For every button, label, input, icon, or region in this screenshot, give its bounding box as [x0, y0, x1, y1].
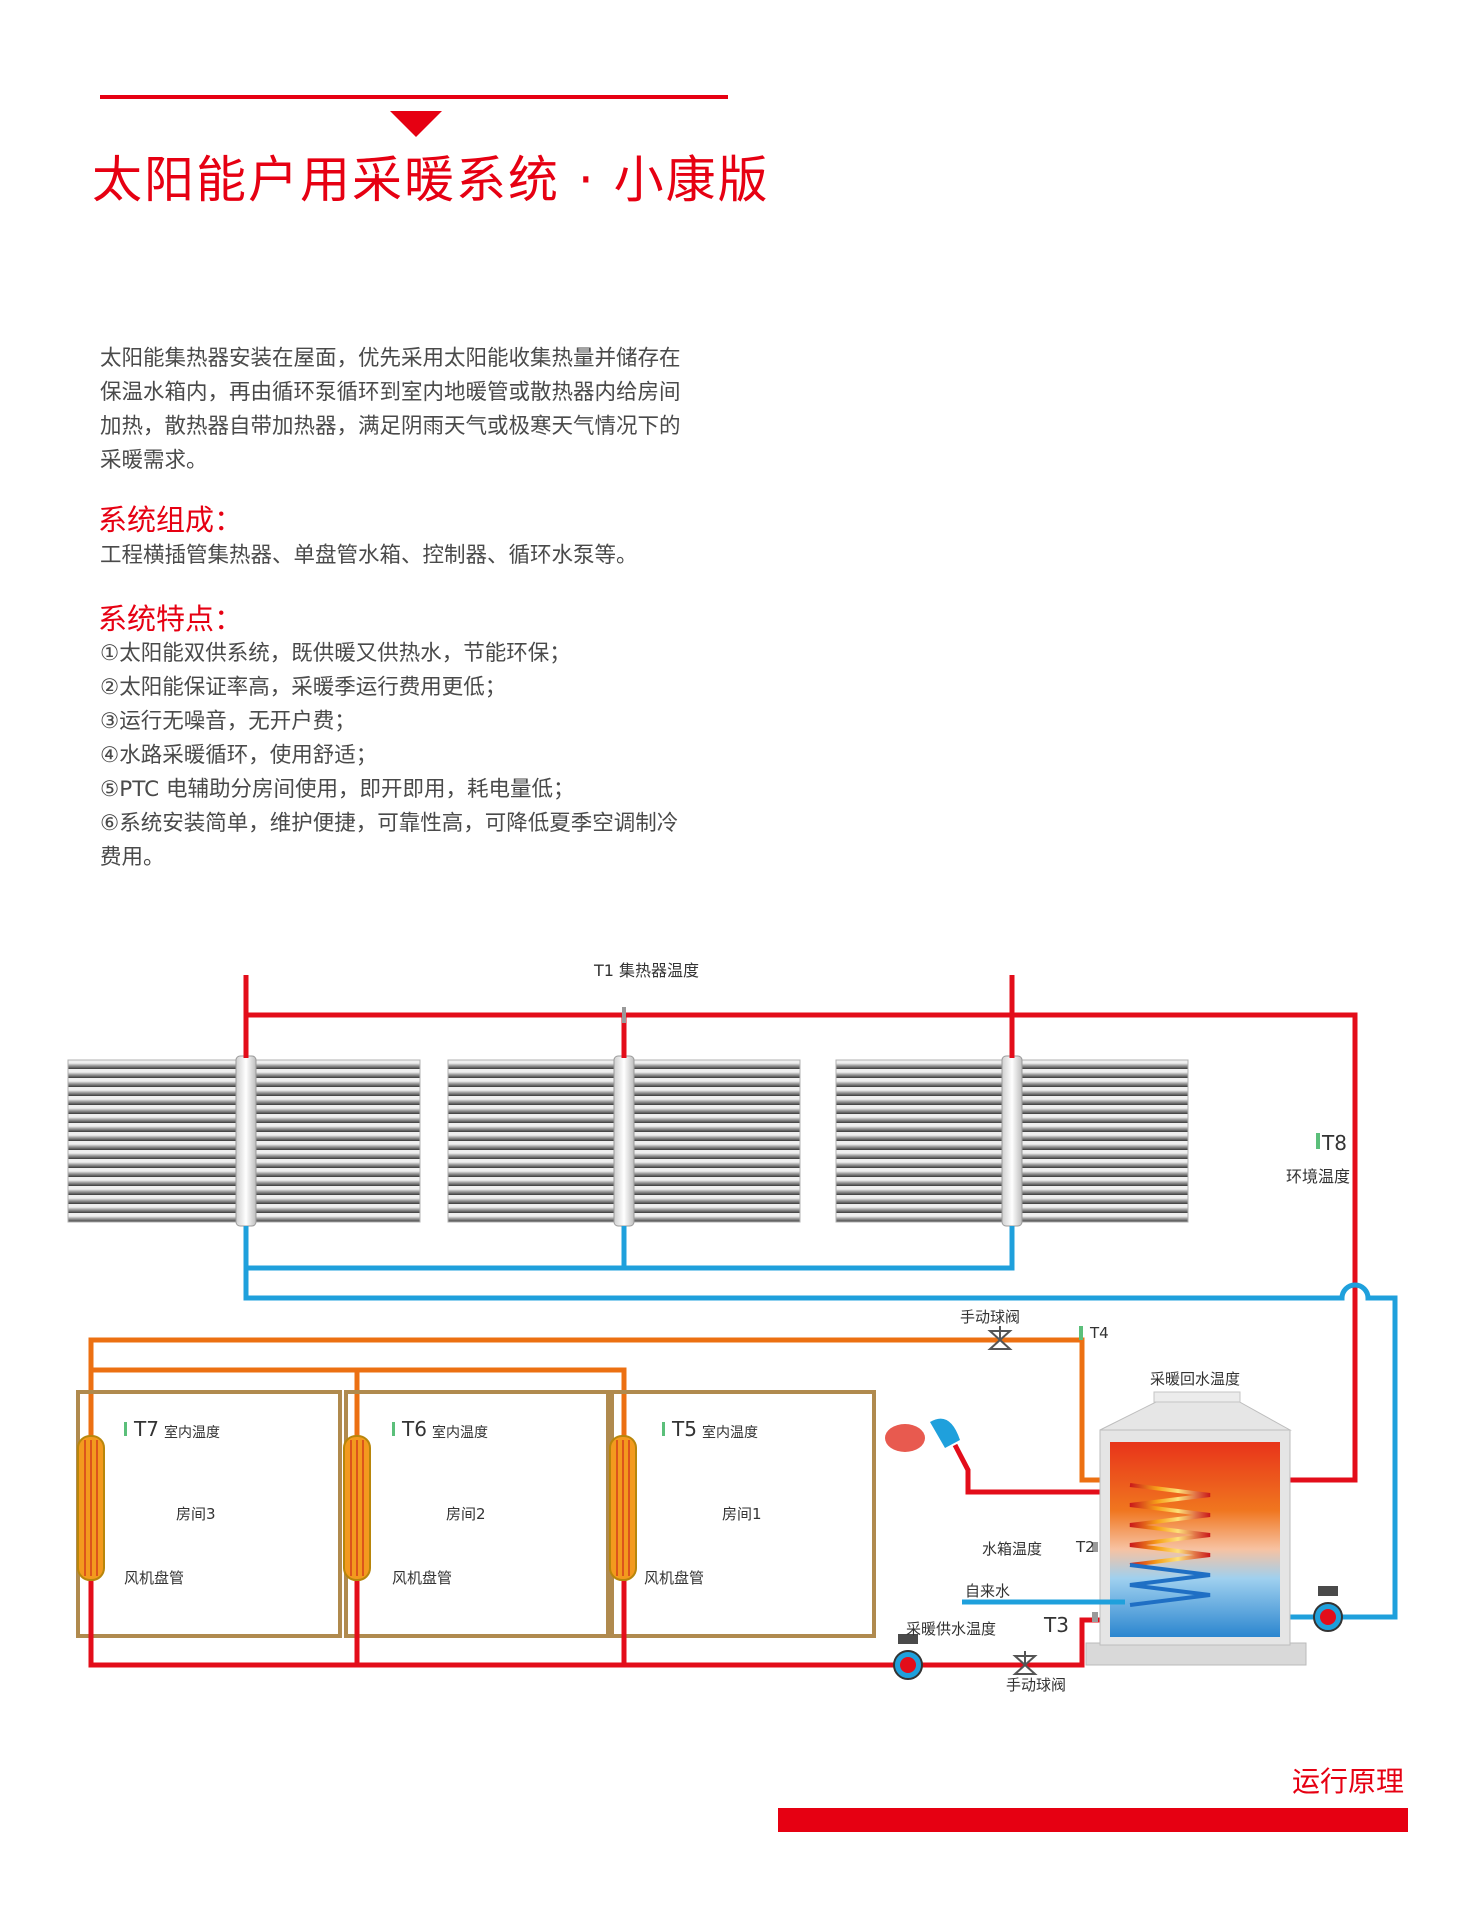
- t3-label: T3: [1043, 1613, 1069, 1637]
- feature-item: ⑤PTC 电辅助分房间使用，即开即用，耗电量低；: [100, 777, 575, 802]
- t2-sensor-icon: [1092, 1542, 1098, 1552]
- valve-bottom-label: 手动球阀: [1006, 1676, 1066, 1694]
- section-label: 运行原理: [1291, 1765, 1404, 1798]
- solar-collector-3: [835, 1055, 1189, 1227]
- solar-collector-2: [447, 1055, 801, 1227]
- intro-paragraph: 太阳能集热器安装在屋面，优先采用太阳能收集热量并储存在 保温水箱内，再由循环泵循…: [100, 342, 681, 478]
- t8-label: T8: [1321, 1131, 1347, 1155]
- room1-sensor-label: T5: [671, 1417, 697, 1441]
- composition-text: 工程横插管集热器、单盘管水箱、控制器、循环水泵等。: [100, 543, 638, 568]
- room1-name: 房间1: [722, 1505, 762, 1523]
- pump-right-icon: [1313, 1586, 1343, 1632]
- room2-sensor-desc: 室内温度: [432, 1424, 488, 1441]
- heating-return-pipe: [88, 1580, 1100, 1668]
- supply-temp-label: 采暖供水温度: [906, 1620, 996, 1638]
- t5-sensor-icon: [662, 1422, 665, 1436]
- room2-name: 房间2: [446, 1505, 486, 1523]
- room3-unit: 风机盘管: [124, 1569, 184, 1587]
- feature-item: ①太阳能双供系统，既供暖又供热水，节能环保；: [100, 641, 571, 666]
- header-rule: [100, 95, 728, 99]
- intro-line: 保温水箱内，再由循环泵循环到室内地暖管或散热器内给房间: [100, 380, 681, 405]
- intro-line: 加热，散热器自带加热器，满足阴雨天气或极寒天气情况下的: [100, 414, 681, 439]
- feature-item: ②太阳能保证率高，采暖季运行费用更低；: [100, 675, 507, 700]
- t6-sensor-icon: [392, 1422, 395, 1436]
- feature-item: ③运行无噪音，无开户费；: [100, 709, 356, 734]
- heating-supply-pipe: [88, 1337, 1100, 1483]
- feature-item: ⑥系统安装简单，维护便捷，可靠性高，可降低夏季空调制冷: [100, 811, 679, 836]
- manual-valve-bottom-icon: [1012, 1651, 1038, 1675]
- room3-name: 房间3: [176, 1505, 216, 1523]
- room3-sensor-desc: 室内温度: [164, 1424, 220, 1441]
- return-temp-label: 采暖回水温度: [1150, 1370, 1240, 1388]
- features-heading: 系统特点：: [98, 602, 244, 636]
- t3-sensor-icon: [1092, 1612, 1098, 1622]
- t1-sensor-icon: [622, 1007, 626, 1023]
- manual-valve-top-icon: [987, 1326, 1013, 1350]
- room1-sensor-desc: 室内温度: [702, 1424, 758, 1441]
- valve-top-label: 手动球阀: [960, 1308, 1020, 1326]
- tank-coil-icon: [1129, 1483, 1211, 1607]
- water-tank: [1085, 1391, 1307, 1666]
- footer-bar: [778, 1808, 1408, 1832]
- tap-water-label: 自来水: [965, 1582, 1010, 1600]
- t8-desc-label: 环境温度: [1286, 1167, 1350, 1186]
- triangle-marker-icon: [390, 111, 442, 137]
- t4-sensor-icon: [1079, 1326, 1083, 1340]
- solar-collector-1: [67, 1055, 421, 1227]
- shower-head-icon: [885, 1418, 1100, 1495]
- room2-unit: 风机盘管: [392, 1569, 452, 1587]
- pump-left-icon: [893, 1634, 923, 1680]
- page-title: 太阳能户用采暖系统 · 小康版: [92, 151, 770, 209]
- t7-sensor-icon: [124, 1422, 127, 1436]
- t8-sensor-icon: [1316, 1133, 1320, 1149]
- composition-heading: 系统组成：: [98, 503, 244, 537]
- t1-label: T1 集热器温度: [593, 961, 699, 980]
- feature-item: ④水路采暖循环，使用舒适；: [100, 743, 378, 768]
- room3-sensor-label: T7: [133, 1417, 159, 1441]
- room2-sensor-label: T6: [401, 1417, 427, 1441]
- intro-line: 太阳能集热器安装在屋面，优先采用太阳能收集热量并储存在: [100, 346, 681, 371]
- intro-line: 采暖需求。: [100, 448, 208, 473]
- t4-label: T4: [1089, 1324, 1109, 1342]
- tank-temp-label: 水箱温度: [982, 1540, 1042, 1558]
- feature-item: 费用。: [100, 845, 165, 870]
- t2-label: T2: [1075, 1538, 1095, 1556]
- features-list: ①太阳能双供系统，既供暖又供热水，节能环保； ②太阳能保证率高，采暖季运行费用更…: [100, 637, 678, 875]
- room1-unit: 风机盘管: [644, 1569, 704, 1587]
- fan-coil-units: [77, 1435, 637, 1581]
